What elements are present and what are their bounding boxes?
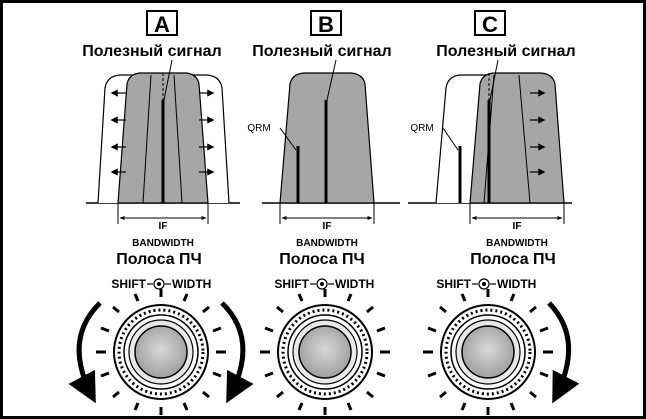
- knob-inner-cap: [135, 326, 187, 378]
- band-label-ru: Полоса ПЧ: [116, 251, 202, 268]
- if-label: IF: [323, 221, 332, 232]
- qrm-label: QRM: [247, 123, 270, 134]
- qrm-label: QRM: [410, 123, 433, 134]
- shift-width-knob[interactable]: [423, 289, 553, 415]
- band-label-ru: Полоса ПЧ: [279, 251, 365, 268]
- signal-label: Полезный сигнал: [436, 43, 575, 60]
- band-label-ru: Полоса ПЧ: [470, 251, 556, 268]
- width-label: WIDTH: [335, 277, 374, 291]
- shift-width-knob[interactable]: [260, 289, 390, 415]
- bandwidth-label: BANDWIDTH: [132, 238, 194, 249]
- bandwidth-label: BANDWIDTH: [296, 238, 358, 249]
- panel-letter: A: [154, 12, 170, 37]
- bandwidth-label: BANDWIDTH: [486, 238, 548, 249]
- panel-letter: B: [318, 12, 334, 37]
- filter-passband-shifted: [470, 73, 564, 203]
- signal-label: Полезный сигнал: [252, 43, 391, 60]
- shift-width-knob[interactable]: [96, 289, 226, 415]
- width-label: WIDTH: [497, 277, 536, 291]
- shift-label: SHIFT: [111, 277, 146, 291]
- knob-inner-cap: [299, 326, 351, 378]
- if-label: IF: [159, 221, 168, 232]
- if-label: IF: [513, 221, 522, 232]
- signal-label: Полезный сигнал: [82, 43, 221, 60]
- knob-inner-cap: [462, 326, 514, 378]
- shift-label: SHIFT: [274, 277, 309, 291]
- shift-label: SHIFT: [436, 277, 471, 291]
- width-label: WIDTH: [172, 277, 211, 291]
- panel-letter: C: [482, 12, 498, 37]
